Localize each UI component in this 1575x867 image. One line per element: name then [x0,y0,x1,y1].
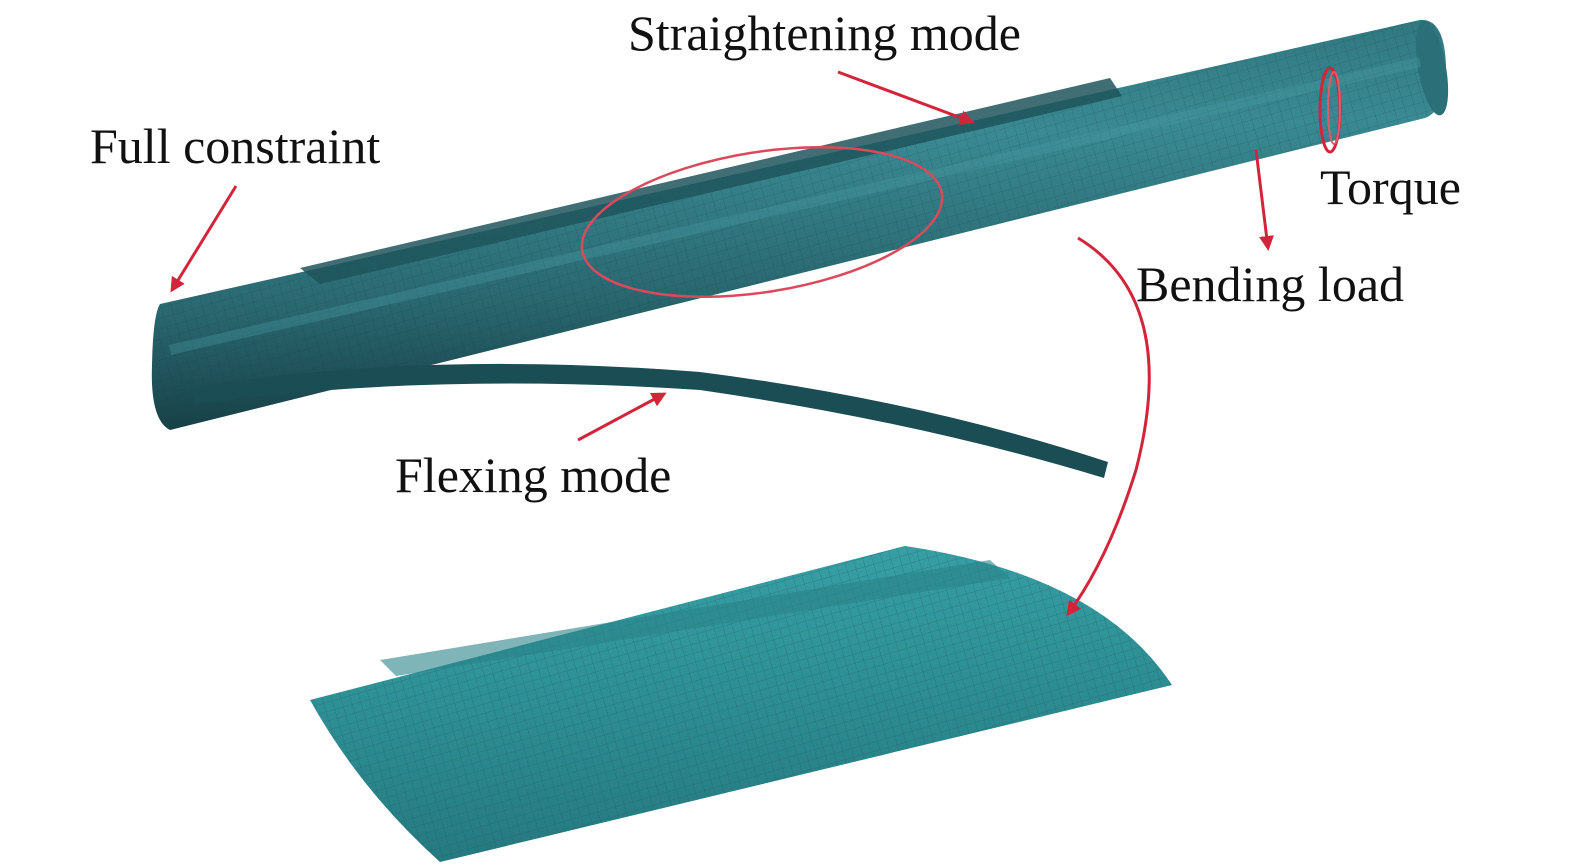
zone-ellipse [580,145,944,299]
flexing-arrow [577,392,667,442]
label-full-constraint: Full constraint [90,118,381,174]
panel-mesh [310,546,1172,862]
label-flexing-mode: Flexing mode [395,447,672,503]
label-torque: Torque [1320,159,1461,215]
mesh-panel [310,546,1172,862]
rod-highlight [168,57,1422,355]
flexing-strip [190,363,1108,478]
detail-arrow [1066,236,1151,617]
straightening-arrow [837,70,975,125]
label-straightening-mode: Straightening mode [628,5,1021,61]
rod [151,19,1449,431]
bending-load-arrow [1254,149,1274,251]
label-bending-load: Bending load [1136,256,1405,312]
torque-icon [1318,66,1342,154]
rod-top-ridge [300,78,1122,284]
full-constraint-arrow [170,185,238,293]
rod-mesh [151,19,1447,431]
panel-ridge [380,560,1010,676]
rod-end-cap [1415,20,1449,116]
